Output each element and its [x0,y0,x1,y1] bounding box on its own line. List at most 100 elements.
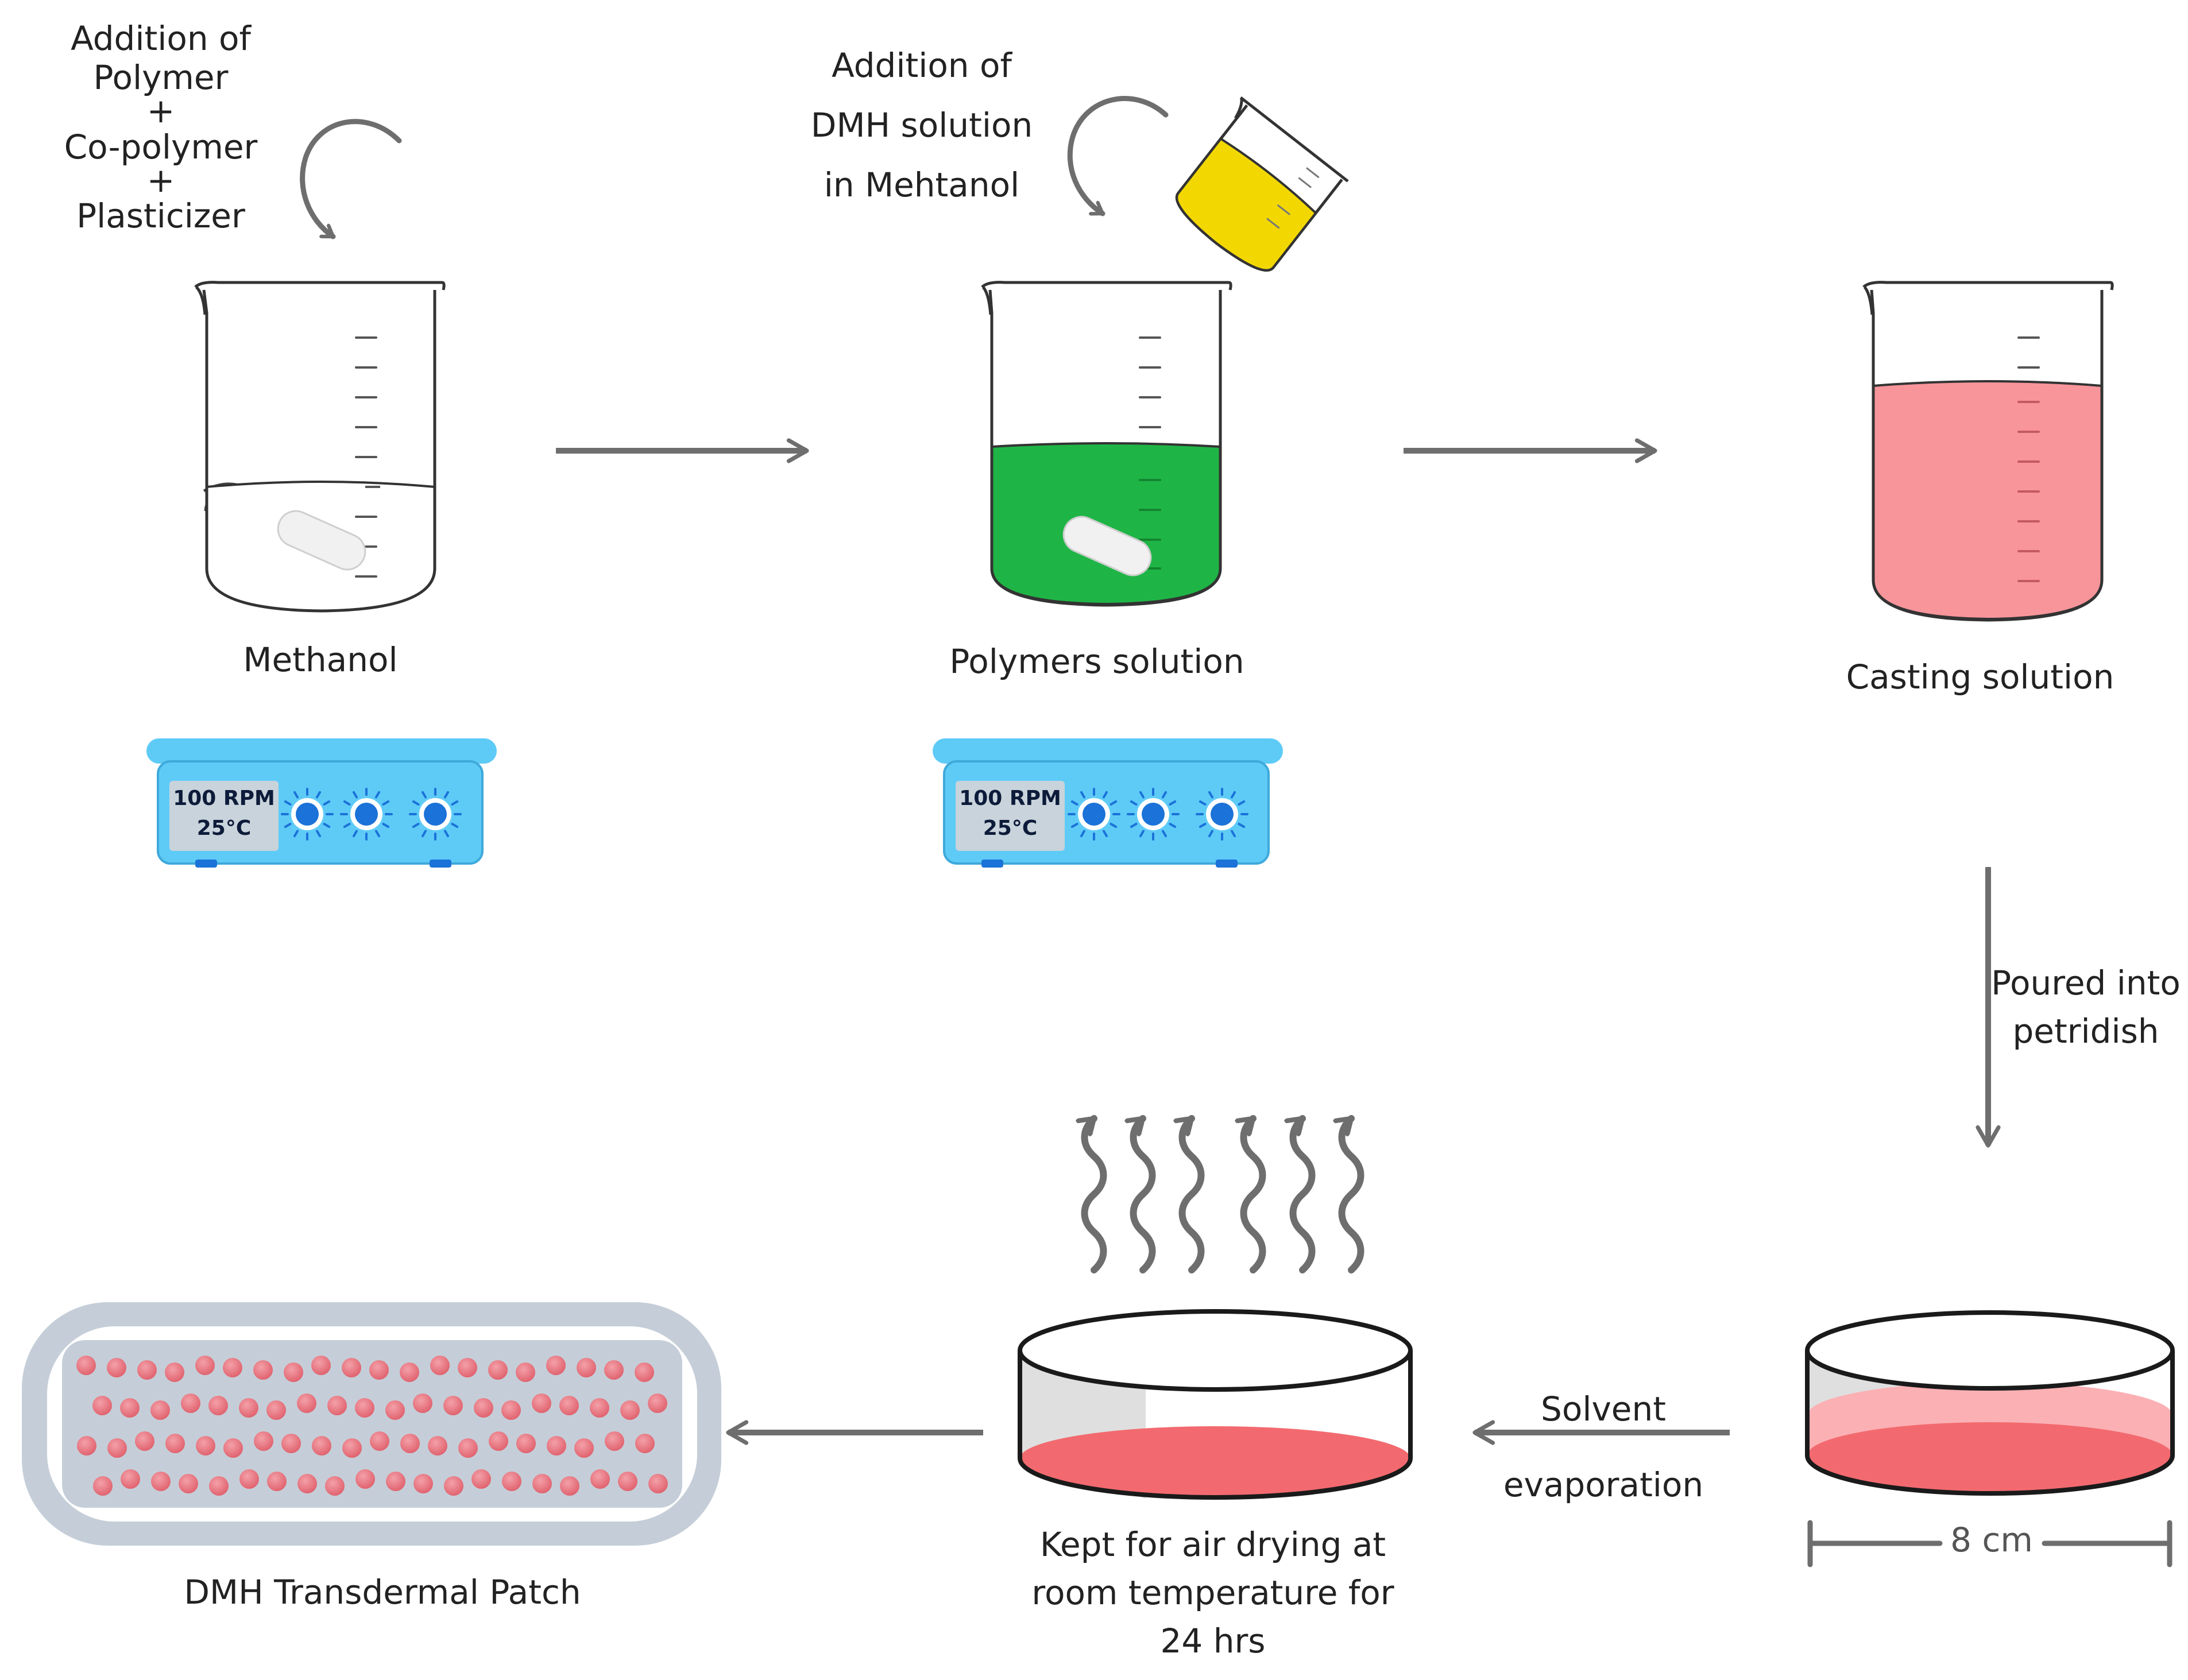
drug-particle [92,1396,112,1415]
drug-particle [590,1469,610,1489]
drug-particle [458,1358,477,1377]
drug-particle [488,1360,508,1380]
stirrer-temperature: 25°C [196,816,252,841]
drug-particle [502,1472,521,1491]
transdermal-patch [22,1302,721,1546]
stir-bar-icon [1062,516,1152,576]
knob-icon [1068,788,1120,841]
knob-icon [1196,788,1248,841]
label-line: evaporation [1503,1465,1704,1504]
drug-particle [342,1438,362,1458]
drug-particle [297,1393,316,1413]
pouring-beaker-dmh [1175,96,1349,272]
drug-particle [471,1469,491,1489]
label-line: Kept for air drying at [1039,1525,1386,1564]
dimension-bar [1807,1520,2172,1567]
label-line: DMH solution [810,106,1033,145]
drug-particle [620,1400,640,1420]
drug-particle [150,1400,170,1420]
stirrer-speed: 100 RPM [959,787,1061,810]
label-line: Poured into [1991,963,2181,1002]
vapor-arrow-icon [1244,1115,1266,1273]
drug-particle [516,1362,535,1382]
drug-particle [413,1474,433,1493]
drug-particle [208,1396,228,1415]
drug-particle [196,1436,215,1456]
label-line: Addition of [832,46,1012,85]
drug-particle [605,1431,624,1451]
beaker-polymers-solution [981,281,1232,607]
label-line: Solvent [1541,1389,1666,1429]
drug-particle [458,1438,478,1458]
stirrer-display [956,781,1065,851]
drug-particle [165,1362,184,1382]
drug-particle [577,1358,596,1377]
drug-particle [444,1476,463,1496]
dimension-label: 8 cm [1950,1520,2033,1559]
label-line: petridish [2012,1012,2159,1051]
vapor-arrow-icon [1182,1115,1205,1273]
drug-particle [327,1396,347,1415]
vapor-arrow-icon [1342,1115,1364,1273]
petridish-poured [1805,1310,2175,1496]
vapor-arrows [1085,1115,1364,1273]
knob-icon [281,788,334,841]
drug-particle [501,1400,521,1420]
stirrer-display-readout: 100 RPM 25°C [169,784,279,843]
knob-icon [409,788,462,841]
drug-particle [489,1431,508,1451]
evaporation-label: Solvent evaporation [1503,1371,1703,1523]
step1-addition-label: Addition of Polymer + Co-polymer + Plast… [64,17,258,237]
label-line: Addition of [71,19,251,58]
drug-particle [547,1436,566,1456]
petridish-drying [1018,1309,1413,1500]
dmh-liquid [1176,137,1317,272]
stirrer-knobs [281,788,1248,841]
stirrer-speed: 100 RPM [173,787,275,810]
drug-particle [135,1431,154,1451]
drug-particle [120,1398,140,1418]
stirrer-display-readout: 100 RPM 25°C [956,784,1065,843]
vapor-arrow-icon [1085,1115,1107,1273]
drug-particle [532,1393,551,1413]
drug-particle [635,1434,655,1453]
drug-particle [284,1362,303,1382]
vapor-arrow-icon [1293,1115,1316,1273]
drug-particle [355,1398,374,1418]
drug-particle [560,1476,579,1496]
label-line: Plasticizer [76,196,245,236]
beaker-casting-solution [1862,281,2114,622]
drug-particle [121,1469,140,1489]
drug-particle [400,1434,420,1453]
curved-arrow-icon [300,119,402,239]
label-line: room temperature for [1031,1573,1394,1612]
drug-particle [223,1358,242,1377]
drug-particle [281,1434,301,1453]
drug-particle [546,1356,566,1375]
casting-solution-label: Casting solution [1846,657,2114,696]
drug-particle [107,1438,127,1458]
drug-particle [253,1360,273,1380]
knob-icon [340,788,393,841]
drug-particle [400,1362,419,1382]
drug-particle [181,1393,200,1413]
drug-particle [342,1358,361,1377]
drug-particle [618,1472,637,1491]
drug-particle [443,1396,463,1415]
drug-particle [76,1356,96,1375]
drug-particle [559,1396,579,1415]
drug-particle [574,1438,594,1458]
magnetic-stirrer-1 [146,738,497,868]
drug-particle [266,1400,286,1420]
drug-particle [195,1356,215,1375]
casting-liquid [1872,380,2103,621]
polymers-solution-label: Polymers solution [949,642,1244,681]
drug-particle [179,1474,198,1493]
stir-bar-icon [277,510,366,571]
patch-label: DMH Transdermal Patch [184,1573,581,1612]
drug-particle [385,1400,405,1420]
pour-label: Poured into petridish [1991,959,2181,1055]
polymer-liquid [991,442,1221,606]
